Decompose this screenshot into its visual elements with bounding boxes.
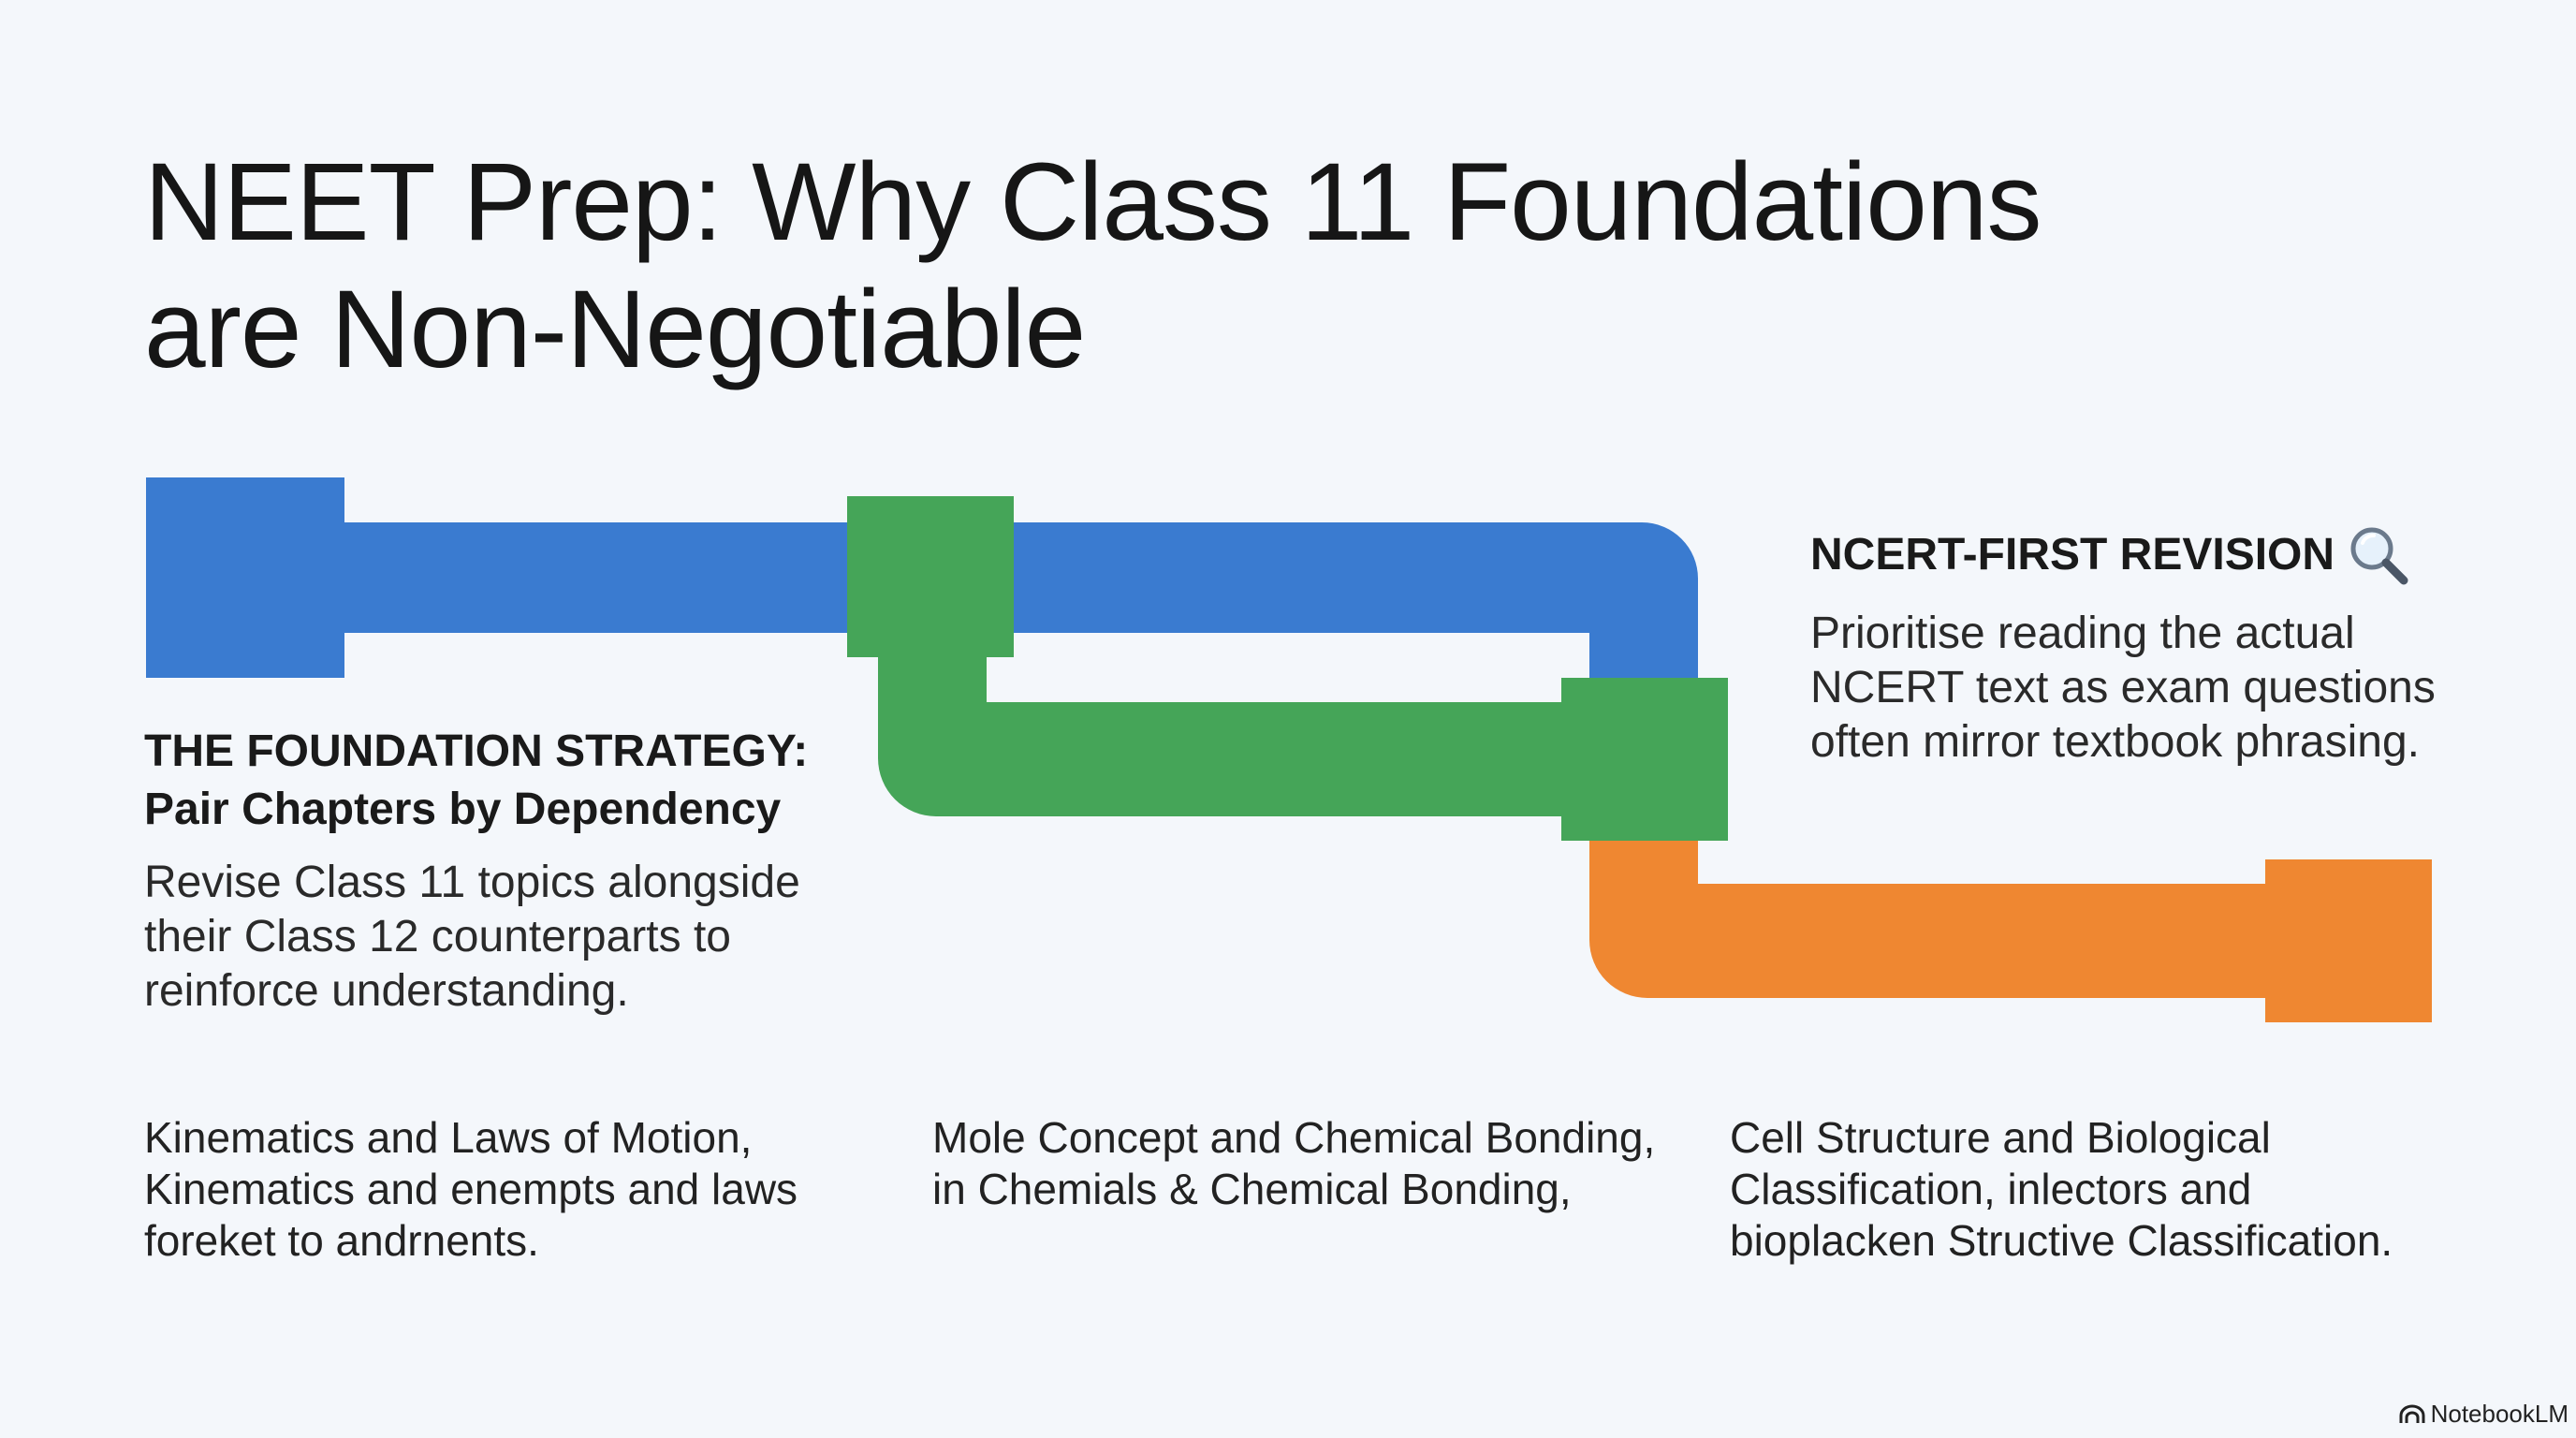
chapter-line: Kinematics and enempts and laws (144, 1165, 798, 1213)
ncert-revision-block: NCERT-FIRST REVISION Prioritise reading … (1810, 522, 2484, 770)
green-pipe-cap-top (847, 496, 1014, 657)
chapter-line: bioplacken Structive Classification. (1730, 1216, 2393, 1265)
title-line-2: are Non-Negotiable (144, 268, 1086, 391)
orange-pipe (1589, 824, 2267, 998)
notebooklm-logo-icon (2399, 1404, 2425, 1423)
chapter-line: Mole Concept and Chemical Bonding, (932, 1113, 1656, 1162)
chapter-line: in Chemials & Chemical Bonding, (932, 1165, 1572, 1213)
chapter-line: Cell Structure and Biological (1730, 1113, 2271, 1162)
search-icon (2350, 527, 2408, 585)
blue-pipe-cap (146, 477, 344, 678)
foundation-strategy-heading-line-1: THE FOUNDATION STRATEGY: (144, 726, 809, 776)
chapter-line: Classification, inlectors and (1730, 1165, 2252, 1213)
ncert-revision-heading-text: NCERT-FIRST REVISION (1810, 530, 2335, 580)
chapter-pair-biology: Cell Structure and Biological Classifica… (1730, 1112, 2535, 1267)
notebooklm-watermark: NotebookLM (2399, 1400, 2569, 1429)
orange-pipe-cap (2265, 859, 2432, 1022)
green-pipe-junction (1561, 678, 1728, 841)
chapter-pair-physics: Kinematics and Laws of Motion, Kinematic… (144, 1112, 912, 1267)
foundation-strategy-body: Revise Class 11 topics alongside their C… (144, 858, 800, 1016)
blue-pipe (344, 522, 1698, 678)
green-pipe (878, 655, 1563, 816)
title-line-1: NEET Prep: Why Class 11 Foundations (144, 140, 2042, 264)
chapter-pair-chemistry: Mole Concept and Chemical Bonding, in Ch… (932, 1112, 1700, 1215)
ncert-revision-heading: NCERT-FIRST REVISION (1810, 522, 2484, 588)
chapter-line: Kinematics and Laws of Motion, (144, 1113, 753, 1162)
brand-label: NotebookLM (2430, 1400, 2569, 1428)
foundation-strategy-heading: THE FOUNDATION STRATEGY: Pair Chapters b… (144, 723, 893, 839)
page-title: NEET Prep: Why Class 11 Foundations are … (144, 139, 2484, 393)
foundation-strategy-heading-line-2: Pair Chapters by Dependency (144, 785, 782, 834)
chapter-line: foreket to andrnents. (144, 1216, 539, 1265)
foundation-strategy-block: THE FOUNDATION STRATEGY: Pair Chapters b… (144, 723, 893, 1019)
ncert-revision-body: Prioritise reading the actual NCERT text… (1810, 609, 2436, 767)
